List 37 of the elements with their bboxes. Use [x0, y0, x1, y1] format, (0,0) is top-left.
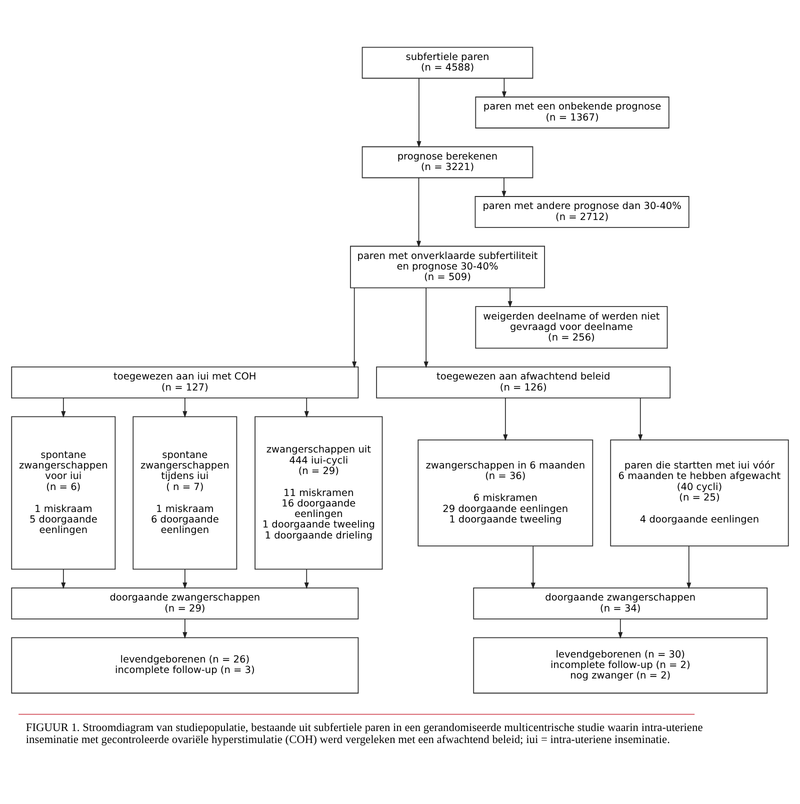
arrow [502, 78, 506, 98]
node-box: subfertiele paren (n = 4588) [362, 46, 534, 79]
arrow [416, 78, 422, 148]
caption: FIGUUR 1. Stroomdiagram van studiepopulatie, bestaande uit subfertiele paren in een gerandomiseerde multicentrische studie waarin intra-uteriene inseminatie met gecontroleerde ovariële hyperstimulatie (COH) werd vergeleken met een afwachtend beleid; iui = intra-uteriene inseminatie. [26, 722, 703, 746]
arrow [424, 288, 428, 368]
node-box: toegewezen aan afwachtend beleid (n = 126) [376, 366, 671, 398]
node-box: spontane zwangerschappen tijdens iui ( n = 7) 1 miskraam 6 doorgaande eenlingen [132, 416, 238, 570]
node-box: zwangerschappen uit 444 iui-cycli (n = 29) 11 miskramen 16 doorgaande eenlingen 1 doorgaande tweeling 1 doorgaande drieling [254, 416, 383, 570]
node-box: paren die startten met iui vóór 6 maanden te hebben afgewacht (40 cycli) (n = 25) 4 doorgaande eenlingen [610, 439, 789, 546]
node-box: weigerden deelname of werden niet gevraagd voor deelname (n = 256) [475, 306, 668, 349]
node-box: levendgeborenen (n = 30) incomplete follow-up (n = 2) nog zwanger (n = 2) [473, 637, 768, 694]
node-box: levendgeborenen (n = 26) incomplete follow-up (n = 3) [11, 637, 359, 694]
node-box: paren met andere prognose dan 30-40% (n = 2712) [474, 196, 690, 228]
arrow [182, 568, 188, 590]
arrow [182, 618, 188, 639]
arrow [618, 618, 623, 639]
arrow [304, 398, 309, 418]
arrow [61, 568, 66, 590]
arrow [182, 398, 188, 418]
arrow [61, 398, 66, 418]
node-box: spontane zwangerschappen voor iui (n = 6) 1 miskraam 5 doorgaande eenlingen [11, 416, 116, 570]
arrow [352, 288, 357, 368]
arrow [416, 178, 422, 248]
arrow [304, 568, 309, 590]
arrow [503, 398, 508, 441]
node-box: doorgaande zwangerschappen (n = 29) [11, 587, 359, 620]
arrow [502, 178, 506, 198]
node-box: paren met onverklaarde subfertiliteit en prognose 30-40% (n = 509) [350, 246, 545, 288]
arrow [508, 288, 512, 308]
node-box: prognose berekenen (n = 3221) [362, 146, 534, 178]
arrow [686, 546, 692, 590]
node-box: zwangerschappen in 6 maanden (n = 36) 6 miskramen 29 doorgaande eenlingen 1 doorgaande tweeling [418, 439, 594, 546]
node-box: doorgaande zwangerschappen (n = 34) [473, 587, 768, 620]
arrow [530, 546, 536, 590]
arrow [638, 398, 643, 441]
node-box: toegewezen aan iui met COH (n = 127) [11, 366, 359, 398]
node-box: paren met een onbekende prognose (n = 1367) [475, 96, 670, 128]
